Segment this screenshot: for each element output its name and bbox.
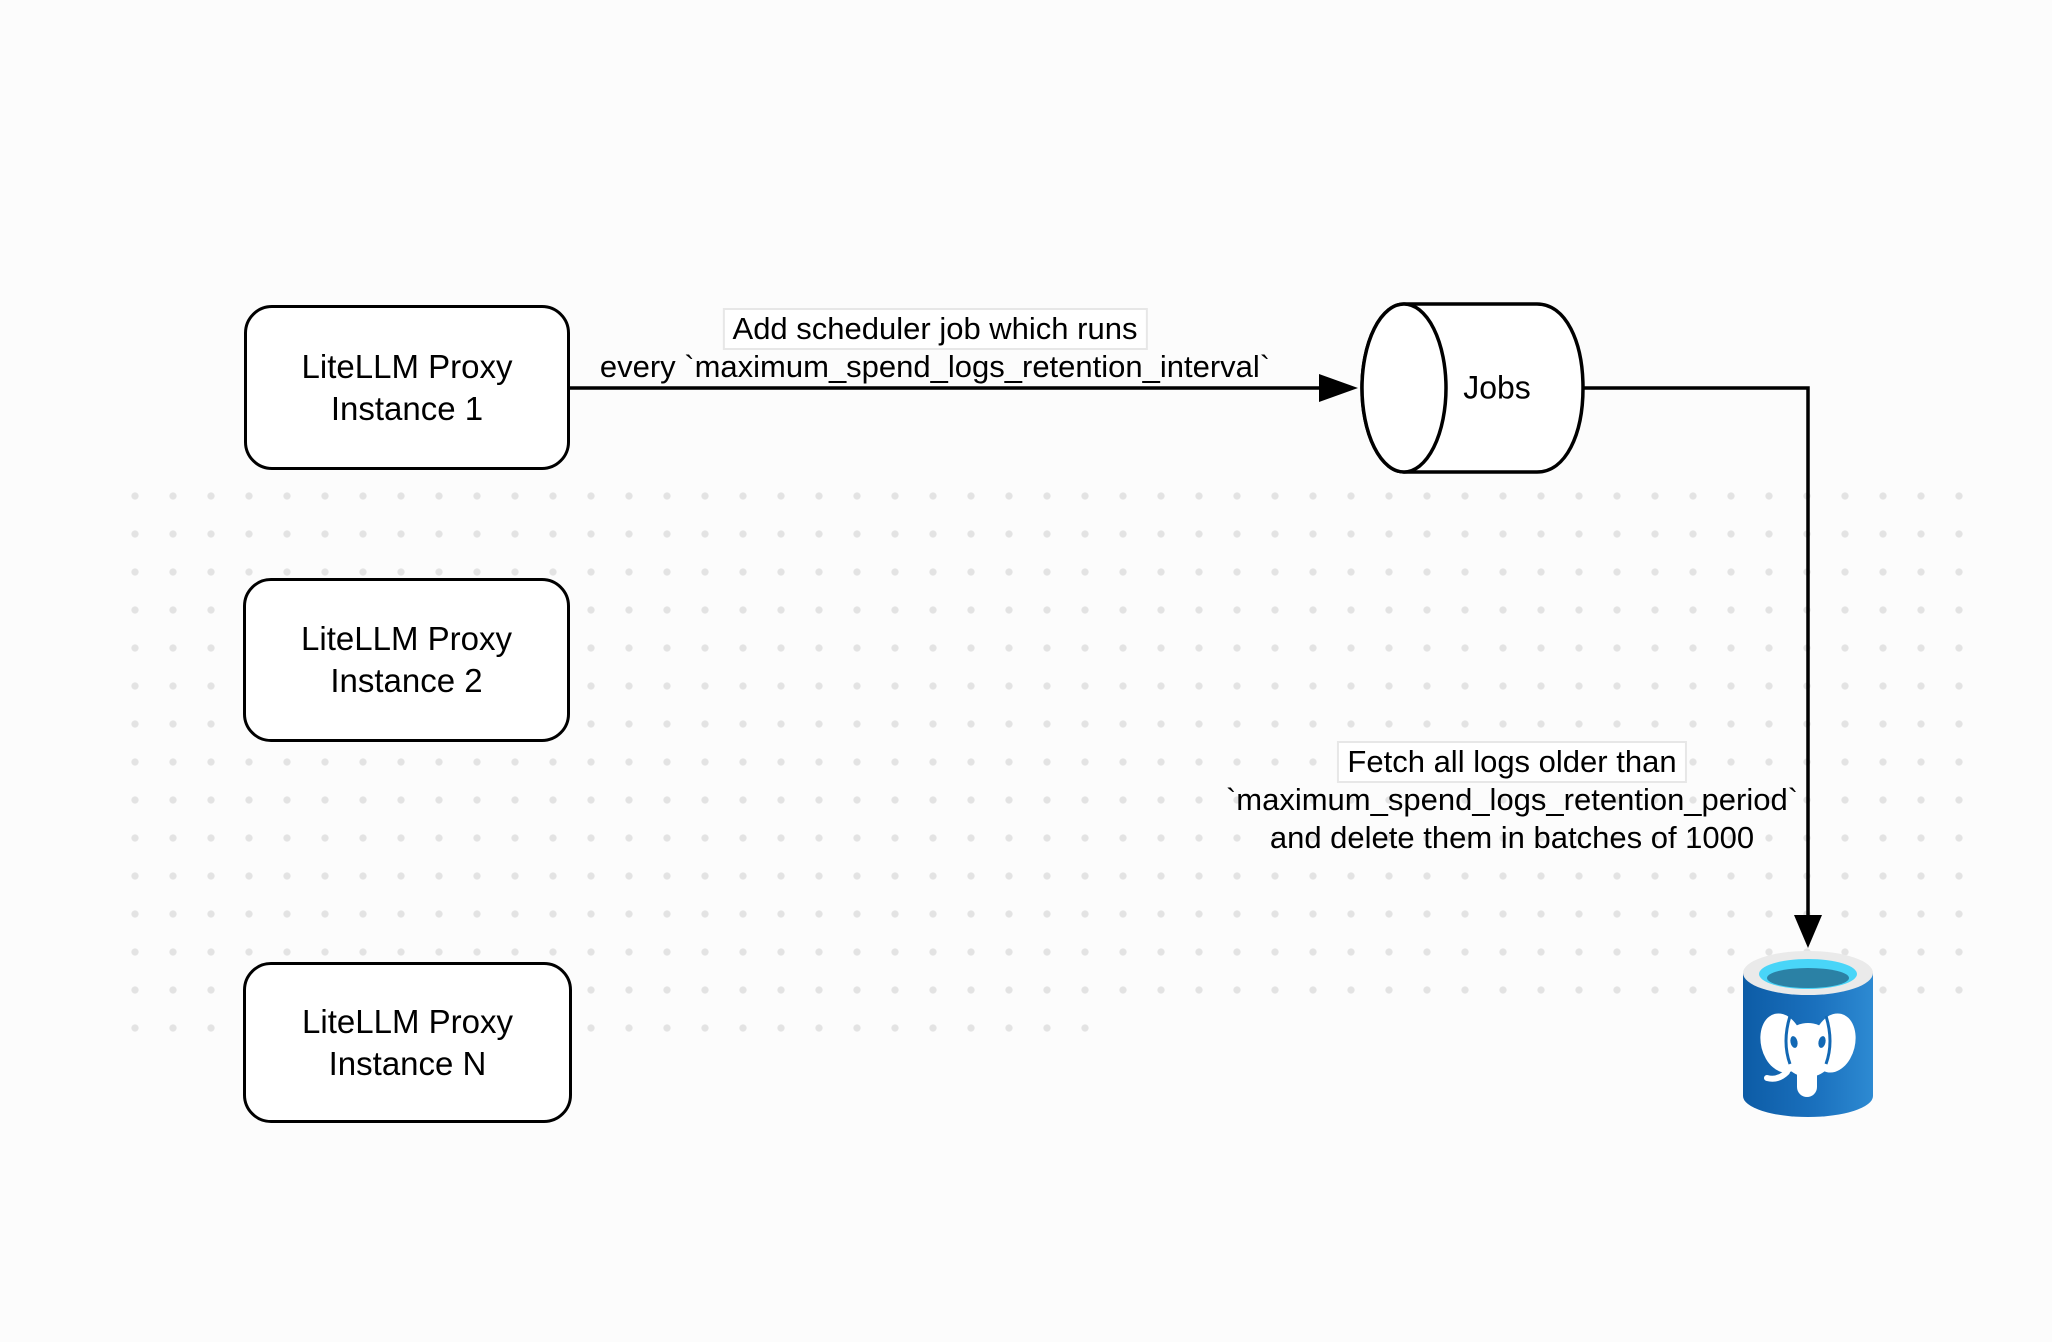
- litellm-proxy-instance-2-node[interactable]: LiteLLM Proxy Instance 2: [243, 578, 570, 742]
- node-label-line1: LiteLLM Proxy: [301, 347, 513, 385]
- node-label-line1: LiteLLM Proxy: [301, 620, 512, 657]
- edge-label-scheduler-job: Add scheduler job which runs every `maxi…: [599, 308, 1271, 386]
- node-label-line2: Instance N: [328, 1044, 487, 1082]
- edge-line: [1583, 386, 1810, 918]
- database-opening-shadow: [1767, 968, 1849, 988]
- jobs-node-label: Jobs: [1463, 369, 1531, 406]
- arrow-down-icon: [1794, 915, 1822, 948]
- litellm-proxy-instance-n-node[interactable]: LiteLLM Proxy Instance N: [243, 962, 572, 1123]
- jobs-node[interactable]: [1360, 302, 1585, 474]
- edge-label-line2: every `maximum_spend_logs_retention_inte…: [599, 349, 1271, 384]
- arrow-right-icon: [1319, 374, 1358, 402]
- edge-proxy1-to-jobs: [570, 374, 1358, 402]
- postgres-elephant-glyph: [1760, 1013, 1856, 1097]
- edge-label-cleanup: Fetch all logs older than `maximum_spend…: [1225, 741, 1799, 857]
- edge-label-line2: `maximum_spend_logs_retention_period`: [1225, 782, 1799, 817]
- edge-jobs-to-database: [1583, 386, 1822, 948]
- jobs-cylinder-cap: [1360, 302, 1448, 474]
- edge-label-line1: Add scheduler job which runs: [722, 308, 1148, 350]
- edge-label-line1: Fetch all logs older than: [1337, 741, 1687, 783]
- node-label-line1: LiteLLM Proxy: [302, 1002, 513, 1040]
- edge-label-line3: and delete them in batches of 1000: [1269, 820, 1755, 855]
- postgresql-database-icon[interactable]: [1743, 951, 1873, 1117]
- litellm-proxy-instance-1-node[interactable]: LiteLLM Proxy Instance 1: [244, 305, 570, 470]
- node-label-line2: Instance 1: [330, 389, 484, 427]
- node-label-line2: Instance 2: [330, 662, 483, 699]
